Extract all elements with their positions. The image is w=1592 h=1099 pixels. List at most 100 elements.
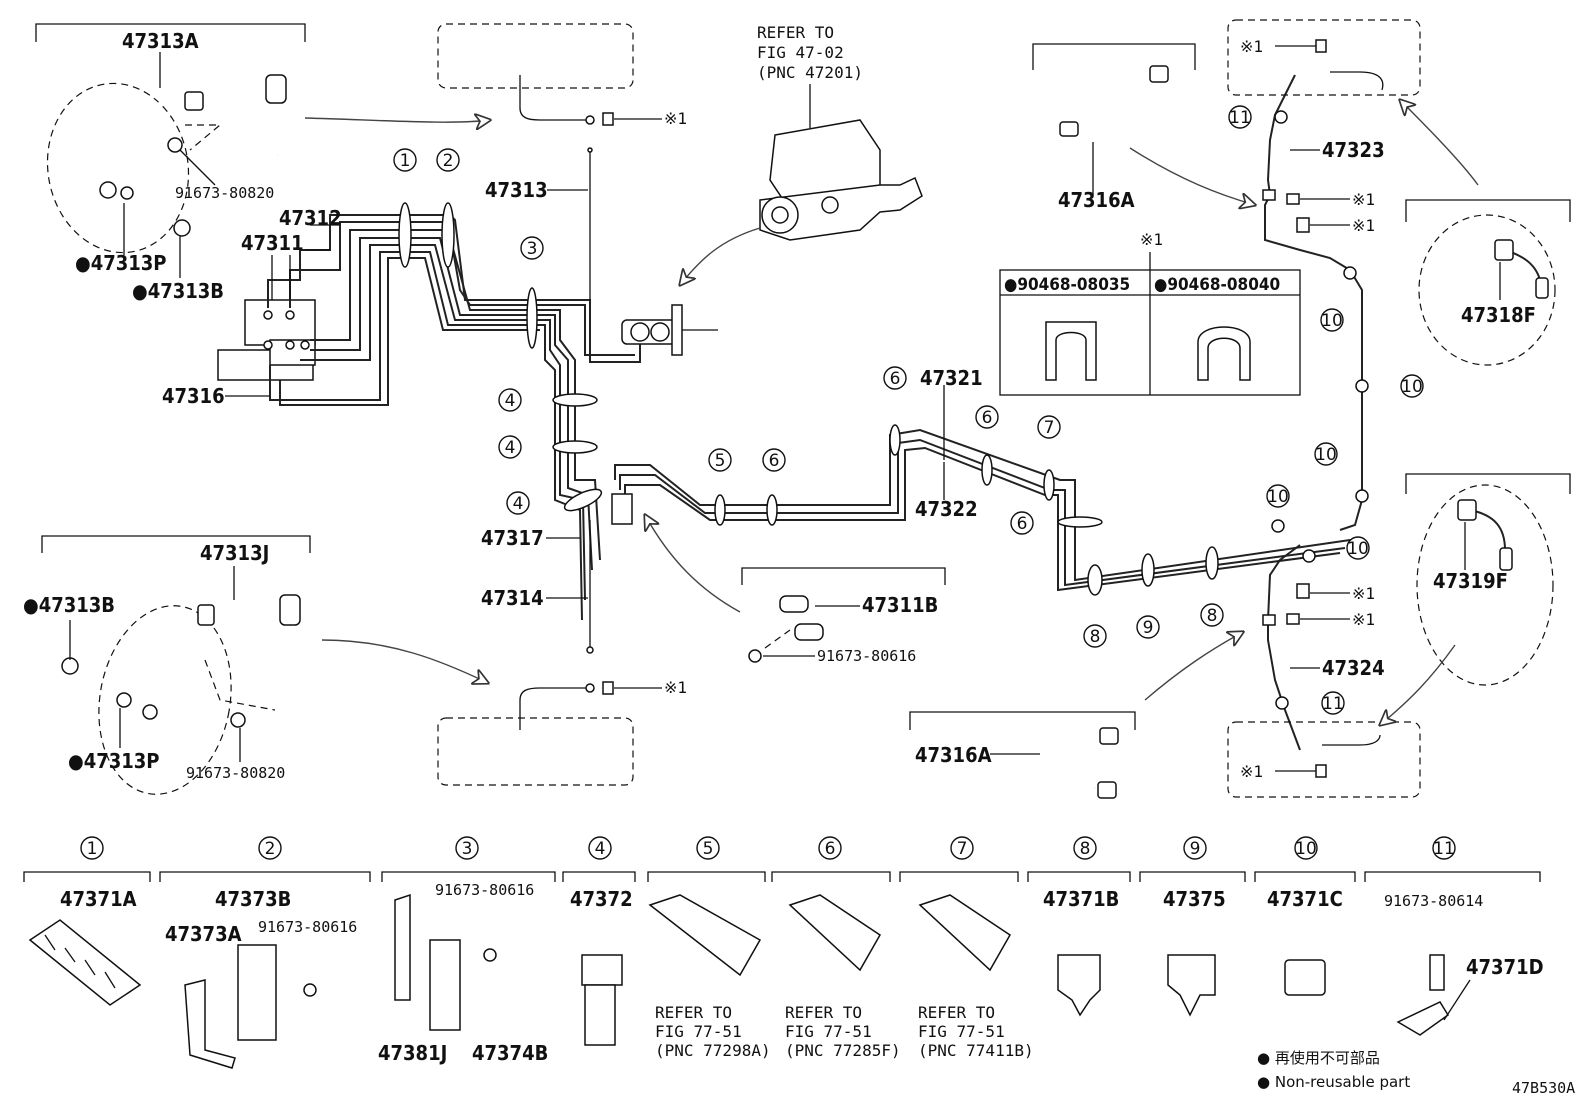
- part-3-label-c: 47374B: [472, 1041, 548, 1065]
- part-9-label: 47375: [1163, 887, 1226, 911]
- part-7-num: 7: [957, 839, 968, 859]
- label-47317: 47317: [481, 526, 544, 550]
- callout-10c: 10: [1401, 377, 1423, 397]
- label-47316A-top: 47316A: [1058, 188, 1135, 212]
- bottom-parts-row: 1 47371A 2 47373B 47373A 91673-80616 3 9…: [23, 836, 1575, 1097]
- part-7-ref-3: (PNC 77411B): [918, 1041, 1034, 1060]
- part-6-ref-2: FIG 77-51: [785, 1022, 872, 1041]
- part-2-num: 2: [265, 839, 276, 859]
- brake-line-bundle: 47312 47311 47316 47313 47317 47314: [162, 147, 718, 654]
- label-47318F: 47318F: [1461, 303, 1536, 327]
- label-47323: 47323: [1322, 138, 1385, 162]
- label-47313A: 47313A: [122, 29, 199, 53]
- part-3-label-a: 91673-80616: [435, 881, 534, 899]
- label-x1-br: ※1: [1240, 762, 1263, 781]
- callout-11b: 11: [1322, 694, 1344, 714]
- part-3-label-b: 47381J: [378, 1041, 447, 1065]
- part-1-num: 1: [87, 839, 98, 859]
- callout-6a: 6: [769, 451, 780, 471]
- legend-line-1: ● 再使用不可部品: [1257, 1049, 1380, 1067]
- label-47313P-a: ●47313P: [75, 251, 166, 275]
- part-6-ref-1: REFER TO: [785, 1003, 862, 1022]
- part-5-num: 5: [703, 839, 714, 859]
- rear-right-lines: 47323 47324: [1262, 74, 1385, 751]
- front-left-hose-group: 47313A 91673-80820 ●47313P ●47313B: [35, 23, 490, 303]
- part-3-num: 3: [462, 839, 473, 859]
- label-47313B-a: ●47313B: [132, 279, 224, 303]
- label-x1-bottom-left: ※1: [664, 678, 687, 697]
- label-47311B: 47311B: [862, 593, 938, 617]
- diagram-id: 47B530A: [1512, 1079, 1575, 1097]
- label-47314: 47314: [481, 586, 544, 610]
- clip-table-x1: ※1: [1140, 230, 1163, 249]
- label-x1-tr: ※1: [1240, 37, 1263, 56]
- label-91673-80616-mid: 91673-80616: [817, 647, 916, 665]
- callout-8b: 8: [1207, 606, 1218, 626]
- part-2-label-c: 91673-80616: [258, 918, 357, 936]
- x1-markers-right: ※1 ※1 ※1 ※1 ※1 ※1: [1227, 19, 1421, 798]
- label-47313: 47313: [485, 178, 548, 202]
- rear-flex-hoses: 47316A 47316A: [909, 43, 1255, 799]
- callout-7: 7: [1044, 418, 1055, 438]
- master-cylinder: REFER TO FIG 47-02 (PNC 47201): [680, 23, 923, 285]
- callout-5: 5: [715, 451, 726, 471]
- part-5-ref-1: REFER TO: [655, 1003, 732, 1022]
- abs-actuator: [217, 299, 316, 381]
- label-x1-r4: ※1: [1352, 610, 1375, 629]
- label-47322: 47322: [915, 497, 978, 521]
- callout-6c: 6: [982, 408, 993, 428]
- part-4-label: 47372: [570, 887, 633, 911]
- label-x1-r3: ※1: [1352, 584, 1375, 603]
- label-47316A-bottom: 47316A: [915, 743, 992, 767]
- label-47319F: 47319F: [1433, 569, 1508, 593]
- label-91673-80820-b: 91673-80820: [186, 764, 285, 782]
- part-10-num: 10: [1295, 839, 1317, 859]
- part-11-num: 11: [1433, 839, 1455, 859]
- clip-table-right: ●90468-08040: [1154, 275, 1280, 295]
- label-47313B-b: ●47313B: [23, 593, 115, 617]
- clip-table-left: ●90468-08035: [1004, 275, 1130, 295]
- label-x1-top: ※1: [664, 109, 687, 128]
- part-7-ref-1: REFER TO: [918, 1003, 995, 1022]
- callout-10e: 10: [1347, 539, 1369, 559]
- part-2-label-a: 47373B: [215, 887, 291, 911]
- label-47312: 47312: [279, 206, 342, 230]
- callout-3: 3: [527, 239, 538, 259]
- label-47316: 47316: [162, 384, 225, 408]
- callout-10b: 10: [1315, 445, 1337, 465]
- part-5-ref-3: (PNC 77298A): [655, 1041, 771, 1060]
- part-11-label-b: 47371D: [1466, 955, 1544, 979]
- part-8-num: 8: [1080, 839, 1091, 859]
- refer-line-3: (PNC 47201): [757, 63, 863, 82]
- callout-6d: 6: [1017, 514, 1028, 534]
- label-47321: 47321: [920, 366, 983, 390]
- callout-6b: 6: [890, 369, 901, 389]
- refer-line-1: REFER TO: [757, 23, 834, 42]
- label-47324: 47324: [1322, 656, 1385, 680]
- rear-brake-line: 47321 47322: [611, 366, 1355, 596]
- clip-table: ※1 ●90468-08035 ●90468-08040: [999, 230, 1301, 396]
- callout-2: 2: [443, 151, 454, 171]
- part-8-label: 47371B: [1043, 887, 1119, 911]
- rear-caliper-hoses: 47318F 47319F: [1380, 100, 1571, 725]
- hose-fitting: [265, 74, 287, 104]
- part-9-num: 9: [1190, 839, 1201, 859]
- label-x1-r2: ※1: [1352, 216, 1375, 235]
- callout-4b: 4: [505, 438, 516, 458]
- front-wheel-box-bottom: ※1: [437, 678, 687, 786]
- label-91673-80820-a: 91673-80820: [175, 184, 274, 202]
- diagram-callouts: 1 2 3 4 4 4 5 6 6 6 7 6 8 9 8 10 10 10 1…: [393, 105, 1424, 715]
- bracket-47311B-group: 47311B 91673-80616: [645, 515, 946, 665]
- callout-10d: 10: [1321, 311, 1343, 331]
- callout-9: 9: [1143, 618, 1154, 638]
- callout-1: 1: [400, 151, 411, 171]
- label-47313J: 47313J: [200, 541, 269, 565]
- part-6-ref-3: (PNC 77285F): [785, 1041, 901, 1060]
- label-47313P-b: ●47313P: [68, 749, 159, 773]
- part-6-num: 6: [825, 839, 836, 859]
- callout-8a: 8: [1090, 627, 1101, 647]
- part-5-ref-2: FIG 77-51: [655, 1022, 742, 1041]
- refer-line-2: FIG 47-02: [757, 43, 844, 62]
- label-x1-r1: ※1: [1352, 190, 1375, 209]
